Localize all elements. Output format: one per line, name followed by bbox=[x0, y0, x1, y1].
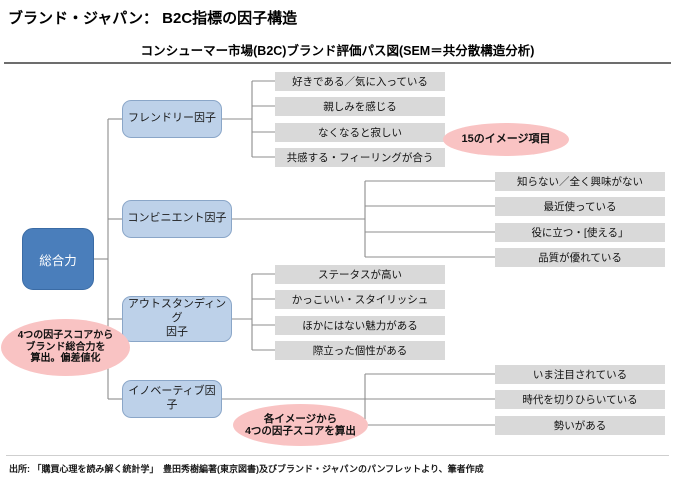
footer-divider bbox=[6, 455, 669, 456]
callout-overall-score-line3: 算出。偏差値化 bbox=[30, 353, 101, 365]
item-box[interactable]: 好きである／気に入っている bbox=[275, 72, 445, 91]
callout-factor-score-line2: 4つの因子スコアを算出 bbox=[245, 425, 356, 437]
callout-factor-score-line1: 各イメージから bbox=[263, 412, 338, 425]
item-box[interactable]: 共感する・フィーリングが合う bbox=[275, 148, 445, 167]
node-factor-friendly-label: フレンドリー因子 bbox=[128, 112, 216, 125]
item-box[interactable]: いま注目されている bbox=[495, 365, 665, 384]
node-factor-friendly[interactable]: フレンドリー因子 bbox=[122, 100, 222, 138]
item-box[interactable]: 時代を切りひらいている bbox=[495, 390, 665, 409]
node-factor-innovative[interactable]: イノベーティブ因子 bbox=[122, 380, 222, 418]
item-box[interactable]: 知らない／全く興味がない bbox=[495, 172, 665, 191]
item-box[interactable]: ステータスが高い bbox=[275, 265, 445, 284]
item-label: かっこいい・スタイリッシュ bbox=[291, 294, 429, 306]
item-label: 役に立つ・[使える」 bbox=[531, 227, 629, 239]
node-root-overall[interactable]: 総合力 bbox=[22, 228, 94, 290]
item-box[interactable]: 品質が優れている bbox=[495, 248, 665, 267]
item-box[interactable]: 役に立つ・[使える」 bbox=[495, 223, 665, 242]
item-box[interactable]: 勢いがある bbox=[495, 416, 665, 435]
item-label: 時代を切りひらいている bbox=[522, 394, 638, 406]
node-factor-outstanding-label-line2: 因子 bbox=[166, 325, 188, 338]
item-label: 好きである／気に入っている bbox=[292, 76, 428, 88]
item-label: 親しみを感じる bbox=[323, 101, 397, 113]
item-box[interactable]: 際立った個性がある bbox=[275, 341, 445, 360]
item-box[interactable]: 最近使っている bbox=[495, 197, 665, 216]
node-factor-outstanding[interactable]: アウトスタンディング 因子 bbox=[122, 296, 232, 342]
callout-factor-score: 各イメージから 4つの因子スコアを算出 bbox=[233, 404, 368, 446]
callout-image-items-line1: 15のイメージ項目 bbox=[461, 133, 551, 146]
item-box[interactable]: ほかにはない魅力がある bbox=[275, 316, 445, 335]
item-label: 共感する・フィーリングが合う bbox=[286, 152, 434, 164]
item-label: 品質が優れている bbox=[538, 252, 622, 264]
item-box[interactable]: かっこいい・スタイリッシュ bbox=[275, 290, 445, 309]
item-box[interactable]: 親しみを感じる bbox=[275, 97, 445, 116]
page-subtitle: コンシューマー市場(B2C)ブランド評価パス図(SEM＝共分散構造分析) bbox=[140, 44, 535, 58]
item-label: 最近使っている bbox=[543, 201, 617, 213]
node-factor-convenient[interactable]: コンビニエント因子 bbox=[122, 200, 232, 238]
item-box[interactable]: なくなると寂しい bbox=[275, 123, 445, 142]
node-factor-innovative-label: イノベーティブ因子 bbox=[128, 385, 216, 411]
item-label: ほかにはない魅力がある bbox=[302, 320, 418, 332]
header-divider bbox=[4, 62, 671, 64]
item-label: なくなると寂しい bbox=[318, 127, 402, 139]
callout-overall-score: 4つの因子スコアから ブランド総合力を 算出。偏差値化 bbox=[1, 319, 130, 376]
item-label: 際立った個性がある bbox=[312, 345, 408, 357]
callout-image-items: 15のイメージ項目 bbox=[443, 123, 569, 156]
item-label: 知らない／全く興味がない bbox=[517, 176, 643, 188]
callout-overall-score-line2: ブランド総合力を bbox=[25, 341, 106, 353]
item-label: ステータスが高い bbox=[318, 269, 402, 281]
node-factor-convenient-label: コンビニエント因子 bbox=[127, 212, 227, 225]
node-root-label: 総合力 bbox=[39, 253, 77, 268]
callout-overall-score-line1: 4つの因子スコアから bbox=[17, 329, 114, 341]
item-label: 勢いがある bbox=[553, 420, 607, 432]
page-title: ブランド・ジャパン： B2C指標の因子構造 bbox=[8, 10, 298, 27]
item-label: いま注目されている bbox=[532, 369, 628, 381]
source-note: 出所: 「購買心理を読み解く統計学」 豊田秀樹編著(東京図書)及びブランド・ジャ… bbox=[9, 464, 484, 474]
node-factor-outstanding-label-line1: アウトスタンディング bbox=[127, 298, 227, 325]
